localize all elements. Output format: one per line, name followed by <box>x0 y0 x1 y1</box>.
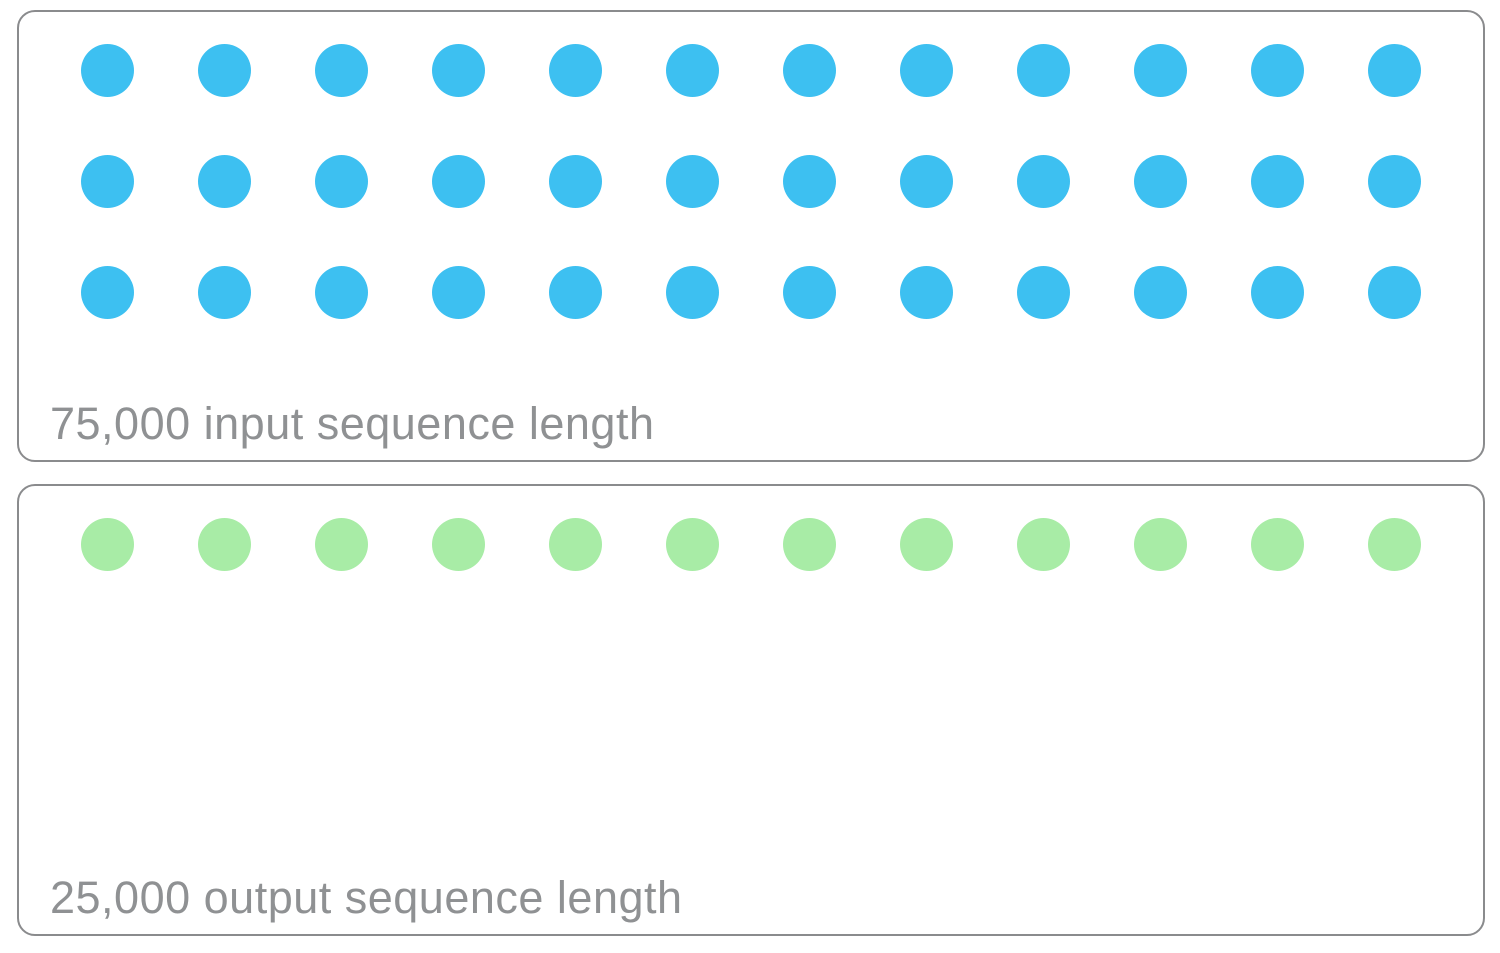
input-token-dot <box>198 266 251 319</box>
input-token-dot <box>198 155 251 208</box>
input-token-dot <box>1017 266 1070 319</box>
input-sequence-label: 75,000 input sequence length <box>50 398 655 449</box>
output-token-dot <box>198 518 251 571</box>
input-dot-row <box>81 155 1421 208</box>
input-token-dot <box>549 44 602 97</box>
input-dot-row <box>81 44 1421 97</box>
input-token-dot <box>900 44 953 97</box>
input-token-dot <box>1017 155 1070 208</box>
input-token-dot <box>1017 44 1070 97</box>
input-token-dot <box>549 266 602 319</box>
output-token-dot <box>900 518 953 571</box>
input-token-dot-grid <box>19 12 1483 319</box>
input-sequence-panel: 75,000 input sequence length <box>17 10 1485 462</box>
input-token-dot <box>1368 44 1421 97</box>
input-token-dot <box>783 266 836 319</box>
input-token-dot <box>315 155 368 208</box>
input-token-dot <box>549 155 602 208</box>
output-token-dot <box>1251 518 1304 571</box>
input-token-dot <box>81 44 134 97</box>
output-sequence-label: 25,000 output sequence length <box>50 872 683 923</box>
output-token-dot <box>783 518 836 571</box>
input-token-dot <box>1134 44 1187 97</box>
input-token-dot <box>1251 44 1304 97</box>
input-token-dot <box>1251 155 1304 208</box>
output-token-dot <box>1134 518 1187 571</box>
input-token-dot <box>432 266 485 319</box>
input-token-dot <box>1368 266 1421 319</box>
input-token-dot <box>315 266 368 319</box>
input-token-dot <box>1134 155 1187 208</box>
output-token-dot <box>549 518 602 571</box>
input-token-dot <box>81 155 134 208</box>
input-token-dot <box>900 266 953 319</box>
output-token-dot-grid <box>19 486 1483 571</box>
output-token-dot <box>432 518 485 571</box>
input-token-dot <box>315 44 368 97</box>
output-token-dot <box>1017 518 1070 571</box>
input-token-dot <box>666 266 719 319</box>
output-token-dot <box>666 518 719 571</box>
input-token-dot <box>198 44 251 97</box>
input-token-dot <box>81 266 134 319</box>
input-token-dot <box>900 155 953 208</box>
output-dot-row <box>81 518 1421 571</box>
input-dot-row <box>81 266 1421 319</box>
input-token-dot <box>666 155 719 208</box>
input-token-dot <box>432 155 485 208</box>
input-token-dot <box>1368 155 1421 208</box>
output-sequence-panel: 25,000 output sequence length <box>17 484 1485 936</box>
input-token-dot <box>432 44 485 97</box>
output-token-dot <box>81 518 134 571</box>
input-token-dot <box>1251 266 1304 319</box>
input-token-dot <box>1134 266 1187 319</box>
output-token-dot <box>315 518 368 571</box>
input-token-dot <box>666 44 719 97</box>
input-token-dot <box>783 44 836 97</box>
output-token-dot <box>1368 518 1421 571</box>
input-token-dot <box>783 155 836 208</box>
